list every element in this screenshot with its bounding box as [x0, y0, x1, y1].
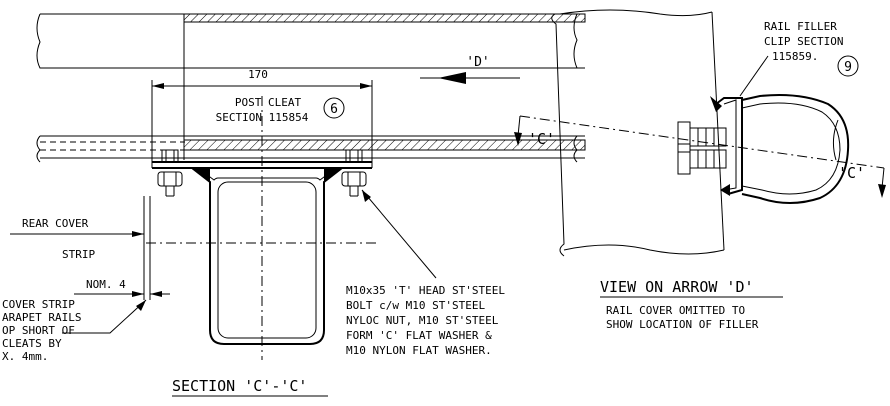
- post-top-break: [559, 9, 713, 17]
- item-number-6: 6: [330, 102, 338, 117]
- section-mark-left: 'C': [528, 130, 555, 148]
- section-c-c-view: 170 POST CLEAT SECTION 115854 6 'D' REAR…: [2, 13, 586, 397]
- section-line-c-right-arrow-head: [878, 184, 886, 198]
- dimension-170-label: 170: [248, 68, 268, 81]
- post-left-edge: [551, 13, 565, 257]
- lower-rail: [36, 135, 586, 163]
- section-line-c-c: [519, 115, 885, 169]
- view-arrow-d-head: [438, 72, 466, 84]
- view-d-title: VIEW ON ARROW 'D': [600, 278, 754, 296]
- left-note-line3: OP SHORT OF: [2, 324, 75, 337]
- item-balloon-9: [837, 55, 859, 77]
- bolt-note-line5: M10 NYLON FLAT WASHER.: [346, 344, 492, 357]
- left-note-line2: ARAPET RAILS: [2, 311, 81, 324]
- left-note-leader: [62, 299, 147, 334]
- rail-profile: [741, 94, 850, 204]
- bolt-note-leader: [361, 189, 437, 279]
- dimension-170: 170: [151, 68, 373, 162]
- item-balloon-6: [323, 97, 345, 119]
- rear-cover-label: REAR COVER: [22, 217, 89, 230]
- right-bolt: [341, 149, 367, 197]
- post-cleat-label-line2: SECTION 115854: [216, 111, 309, 124]
- rail-filler-label-line1: RAIL FILLER: [764, 20, 837, 33]
- rail-filler-clip: [710, 96, 743, 196]
- view-d-note-line1: RAIL COVER OMITTED TO: [606, 304, 745, 317]
- left-note-line4: CLEATS BY: [2, 337, 62, 350]
- item-number-9: 9: [844, 60, 852, 75]
- rail-filler-leader: [739, 55, 769, 97]
- post-tube: [191, 167, 343, 345]
- post-bottom-break: [563, 244, 725, 255]
- left-note-line1: COVER STRIP: [2, 298, 75, 311]
- rail-filler-label-line3: 115859.: [772, 50, 818, 63]
- bolt-note-leader-arrow: [362, 190, 371, 202]
- rear-cover-strip-dimension: REAR COVER STRIP NOM. 4: [10, 196, 170, 300]
- rail-filler-label-line2: CLIP SECTION: [764, 35, 843, 48]
- view-d-bolt-lower: [677, 143, 727, 175]
- view-on-arrow-d: 'C' 'C' RAIL FILLER CLIP SECTION 115859.…: [514, 9, 886, 331]
- section-mark-right: 'C': [838, 164, 865, 182]
- strip-label: STRIP: [62, 248, 95, 261]
- upper-rail: [36, 13, 586, 160]
- bolt-note-line3: NYLOC NUT, M10 ST'STEEL: [346, 314, 499, 327]
- section-line-c-left-arrow-head: [514, 132, 522, 146]
- bolt-note-line1: M10x35 'T' HEAD ST'STEEL: [346, 284, 505, 297]
- bolt-note-line2: BOLT c/w M10 ST'STEEL: [346, 299, 485, 312]
- view-d-note-line2: SHOW LOCATION OF FILLER: [606, 318, 759, 331]
- post-cleat-label-line1: POST CLEAT: [235, 96, 302, 109]
- view-arrow-d-label: 'D': [466, 55, 489, 70]
- left-note-leader-arrow: [136, 300, 146, 311]
- left-note-line5: X. 4mm.: [2, 350, 48, 363]
- section-c-c-title: SECTION 'C'-'C': [172, 377, 307, 395]
- post-right-edge: [711, 11, 725, 251]
- bolt-note-line4: FORM 'C' FLAT WASHER &: [346, 329, 492, 342]
- view-arrow-d: 'D': [420, 55, 520, 84]
- left-bolt: [157, 149, 183, 197]
- nom-4-label: NOM. 4: [86, 278, 126, 291]
